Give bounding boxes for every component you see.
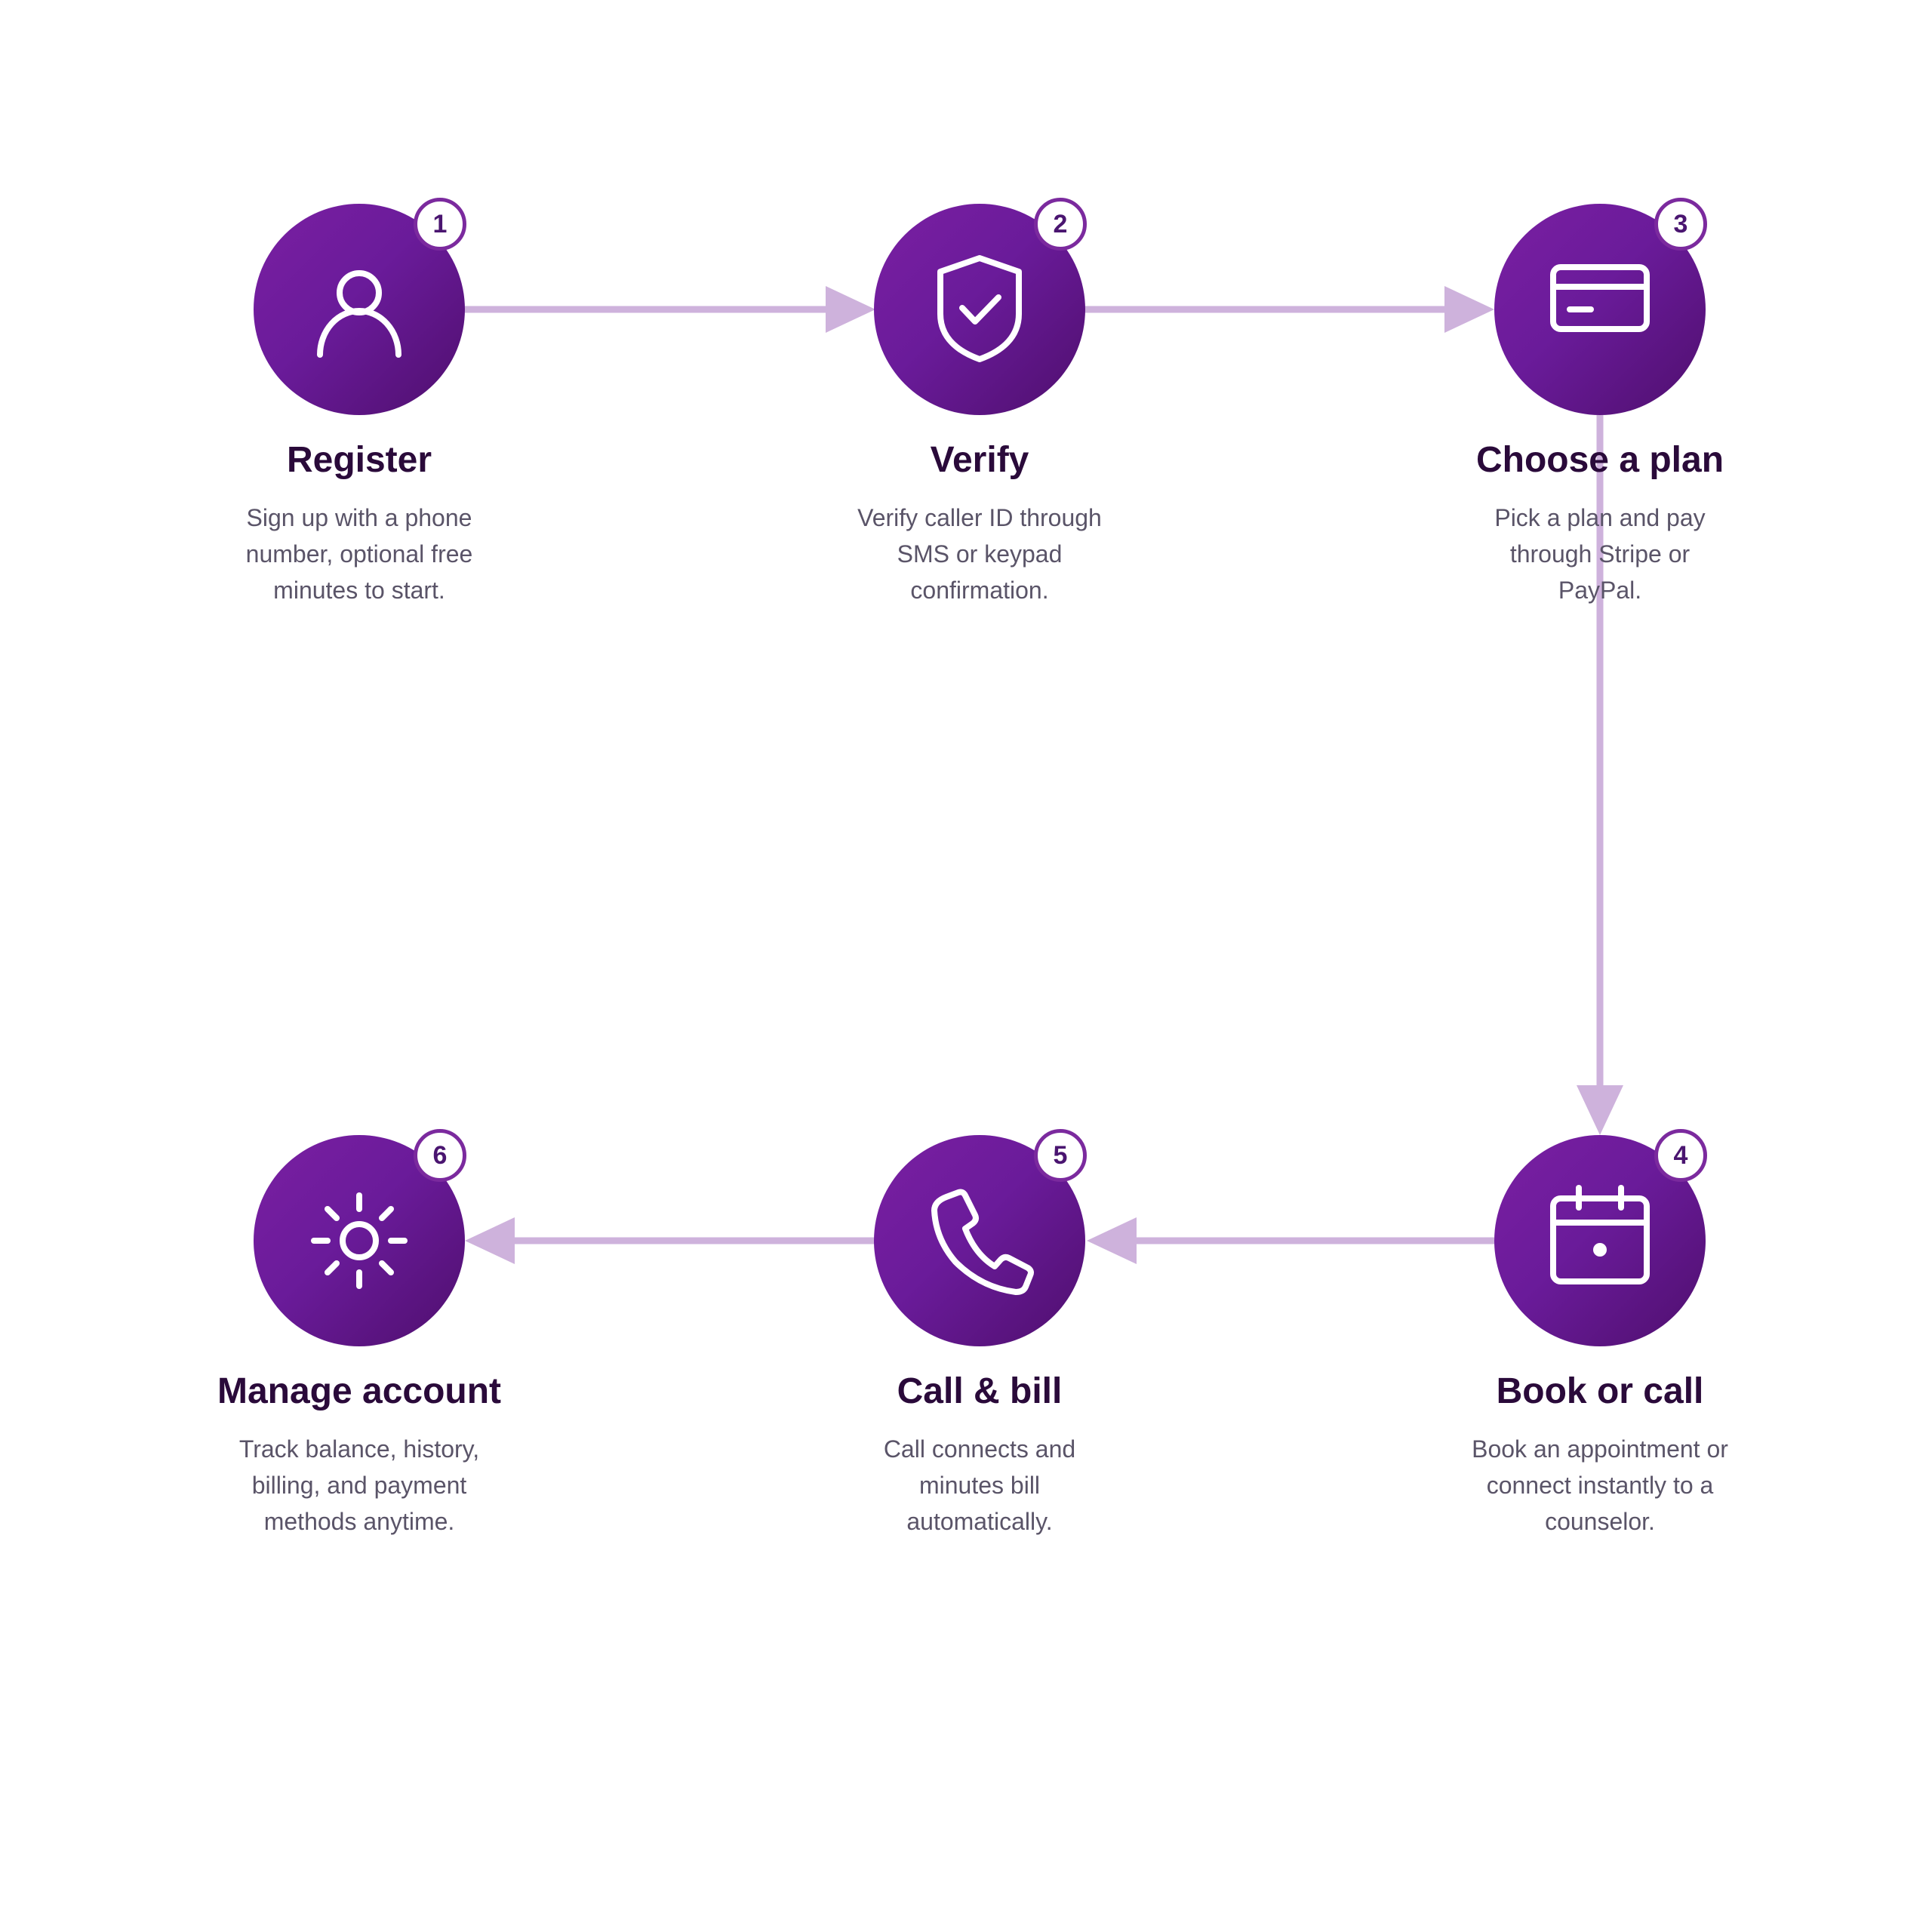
step-description: Call connects and minutes bill automatic… — [883, 1435, 1076, 1535]
step-number-badge: 3 — [1654, 198, 1707, 251]
arrowhead-2-to-3 — [1444, 286, 1494, 333]
step-title: Verify — [930, 440, 1029, 480]
step-number-badge: 5 — [1034, 1129, 1087, 1182]
step-description: Verify caller ID through SMS or keypad c… — [857, 504, 1102, 604]
step-title: Call & bill — [897, 1371, 1063, 1411]
step-number-badge: 1 — [414, 198, 466, 251]
arrowhead-1-to-2 — [826, 286, 875, 333]
phone-icon — [931, 1189, 1034, 1295]
credit-card-icon — [1550, 264, 1650, 332]
shield-check-icon — [937, 255, 1022, 362]
step-number-badge: 6 — [414, 1129, 466, 1182]
step-title: Book or call — [1496, 1371, 1704, 1411]
settings-icon — [311, 1192, 408, 1289]
user-icon — [317, 270, 401, 358]
step-description: Book an appointment or connect instantly… — [1472, 1435, 1728, 1535]
calendar-icon — [1550, 1185, 1650, 1284]
arrowhead-5-to-6 — [465, 1217, 515, 1264]
step-title: Manage account — [217, 1371, 502, 1411]
arrowhead-4-to-5 — [1087, 1217, 1137, 1264]
step-description: Sign up with a phone number, optional fr… — [245, 504, 473, 604]
step-title: Register — [286, 440, 432, 480]
step-number-badge: 4 — [1654, 1129, 1707, 1182]
step-description: Pick a plan and pay through Stripe or Pa… — [1494, 504, 1706, 604]
step-title: Choose a plan — [1475, 440, 1724, 480]
step-description: Track balance, history, billing, and pay… — [238, 1435, 480, 1535]
step-number-badge: 2 — [1034, 198, 1087, 251]
arrowhead-3-to-4 — [1577, 1085, 1623, 1135]
